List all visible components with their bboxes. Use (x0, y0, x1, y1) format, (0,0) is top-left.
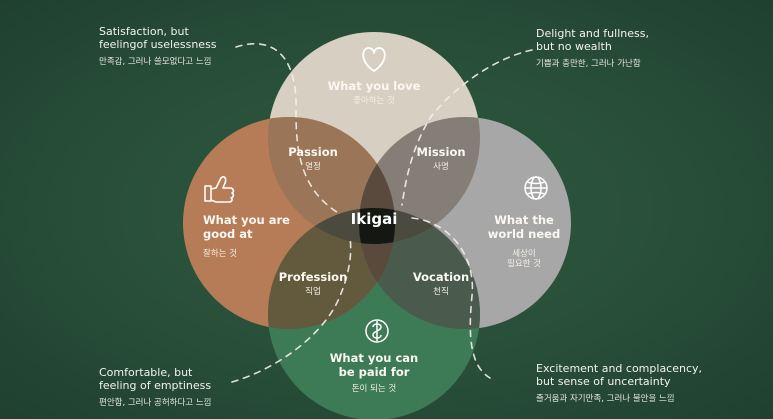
profession-en: Profession (278, 270, 348, 284)
annotation-top-left-ko: 만족감, 그러나 쓸모없다고 느낌 (99, 56, 212, 67)
what-you-are-good-at-ko: 잘하는 것 (203, 249, 237, 260)
label-mission: Mission 사명 (411, 145, 471, 172)
thumbs-up-icon (204, 176, 235, 203)
mission-en: Mission (416, 145, 466, 159)
passion-en: Passion (288, 145, 338, 159)
profession-ko: 직업 (305, 287, 321, 298)
annotation-top-right-ko: 기쁨과 충만한, 그러나 가난함 (536, 58, 641, 69)
label-vocation: Vocation 천직 (409, 270, 473, 297)
what-you-love-ko: 좋아하는 것 (353, 96, 395, 107)
annotation-top-right: Delight and fullness, but no wealth 기쁨과 … (536, 27, 649, 69)
vocation-ko: 천직 (433, 287, 449, 298)
label-what-you-love: What you love 좋아하는 것 (324, 79, 424, 106)
what-you-can-be-paid-for-ko: 돈이 되는 것 (351, 384, 397, 395)
ikigai-label: Ikigai (350, 210, 398, 228)
label-what-the-world-need: What the world need 세상이 필요한 것 (484, 213, 564, 270)
passion-ko: 열정 (305, 162, 321, 173)
annotation-bottom-right-ko: 즐거움과 자기만족, 그러나 불안을 느낌 (536, 393, 675, 404)
annotation-bottom-left: Comfortable, but feeling of emptiness 편안… (99, 366, 211, 408)
mission-ko: 사명 (433, 162, 449, 173)
annotation-bottom-right: Excitement and complacency, but sense of… (536, 362, 702, 404)
annotation-bottom-left-ko: 편안함, 그러나 공허하다고 느낌 (99, 397, 212, 408)
connector-top-right (401, 49, 533, 206)
annotation-top-right-en: Delight and fullness, but no wealth (536, 27, 649, 54)
what-the-world-need-en: What the world need (487, 213, 561, 242)
piggy-bank-icon (365, 319, 389, 343)
annotation-top-left-en: Satisfaction, but feelingof uselessness (99, 25, 217, 52)
annotation-top-left: Satisfaction, but feelingof uselessness … (99, 25, 217, 67)
heart-icon (362, 47, 386, 72)
globe-icon (524, 176, 548, 200)
what-the-world-need-ko: 세상이 필요한 것 (507, 249, 541, 270)
annotation-bottom-left-en: Comfortable, but feeling of emptiness (99, 366, 212, 393)
connector-bottom-right (411, 217, 491, 379)
what-you-can-be-paid-for-en: What you can be paid for (329, 351, 419, 380)
label-what-you-can-be-paid-for: What you can be paid for 돈이 되는 것 (324, 351, 424, 394)
what-you-are-good-at-en: What you are good at (203, 213, 290, 242)
connector-top-left (235, 43, 341, 215)
vocation-en: Vocation (412, 270, 470, 284)
label-passion: Passion 열정 (283, 145, 343, 172)
label-what-you-are-good-at: What you are good at 잘하는 것 (203, 213, 303, 259)
annotation-bottom-right-en: Excitement and complacency, but sense of… (536, 362, 703, 389)
label-profession: Profession 직업 (277, 270, 349, 297)
what-you-love-en: What you love (327, 79, 421, 93)
connector-bottom-left (231, 237, 352, 383)
